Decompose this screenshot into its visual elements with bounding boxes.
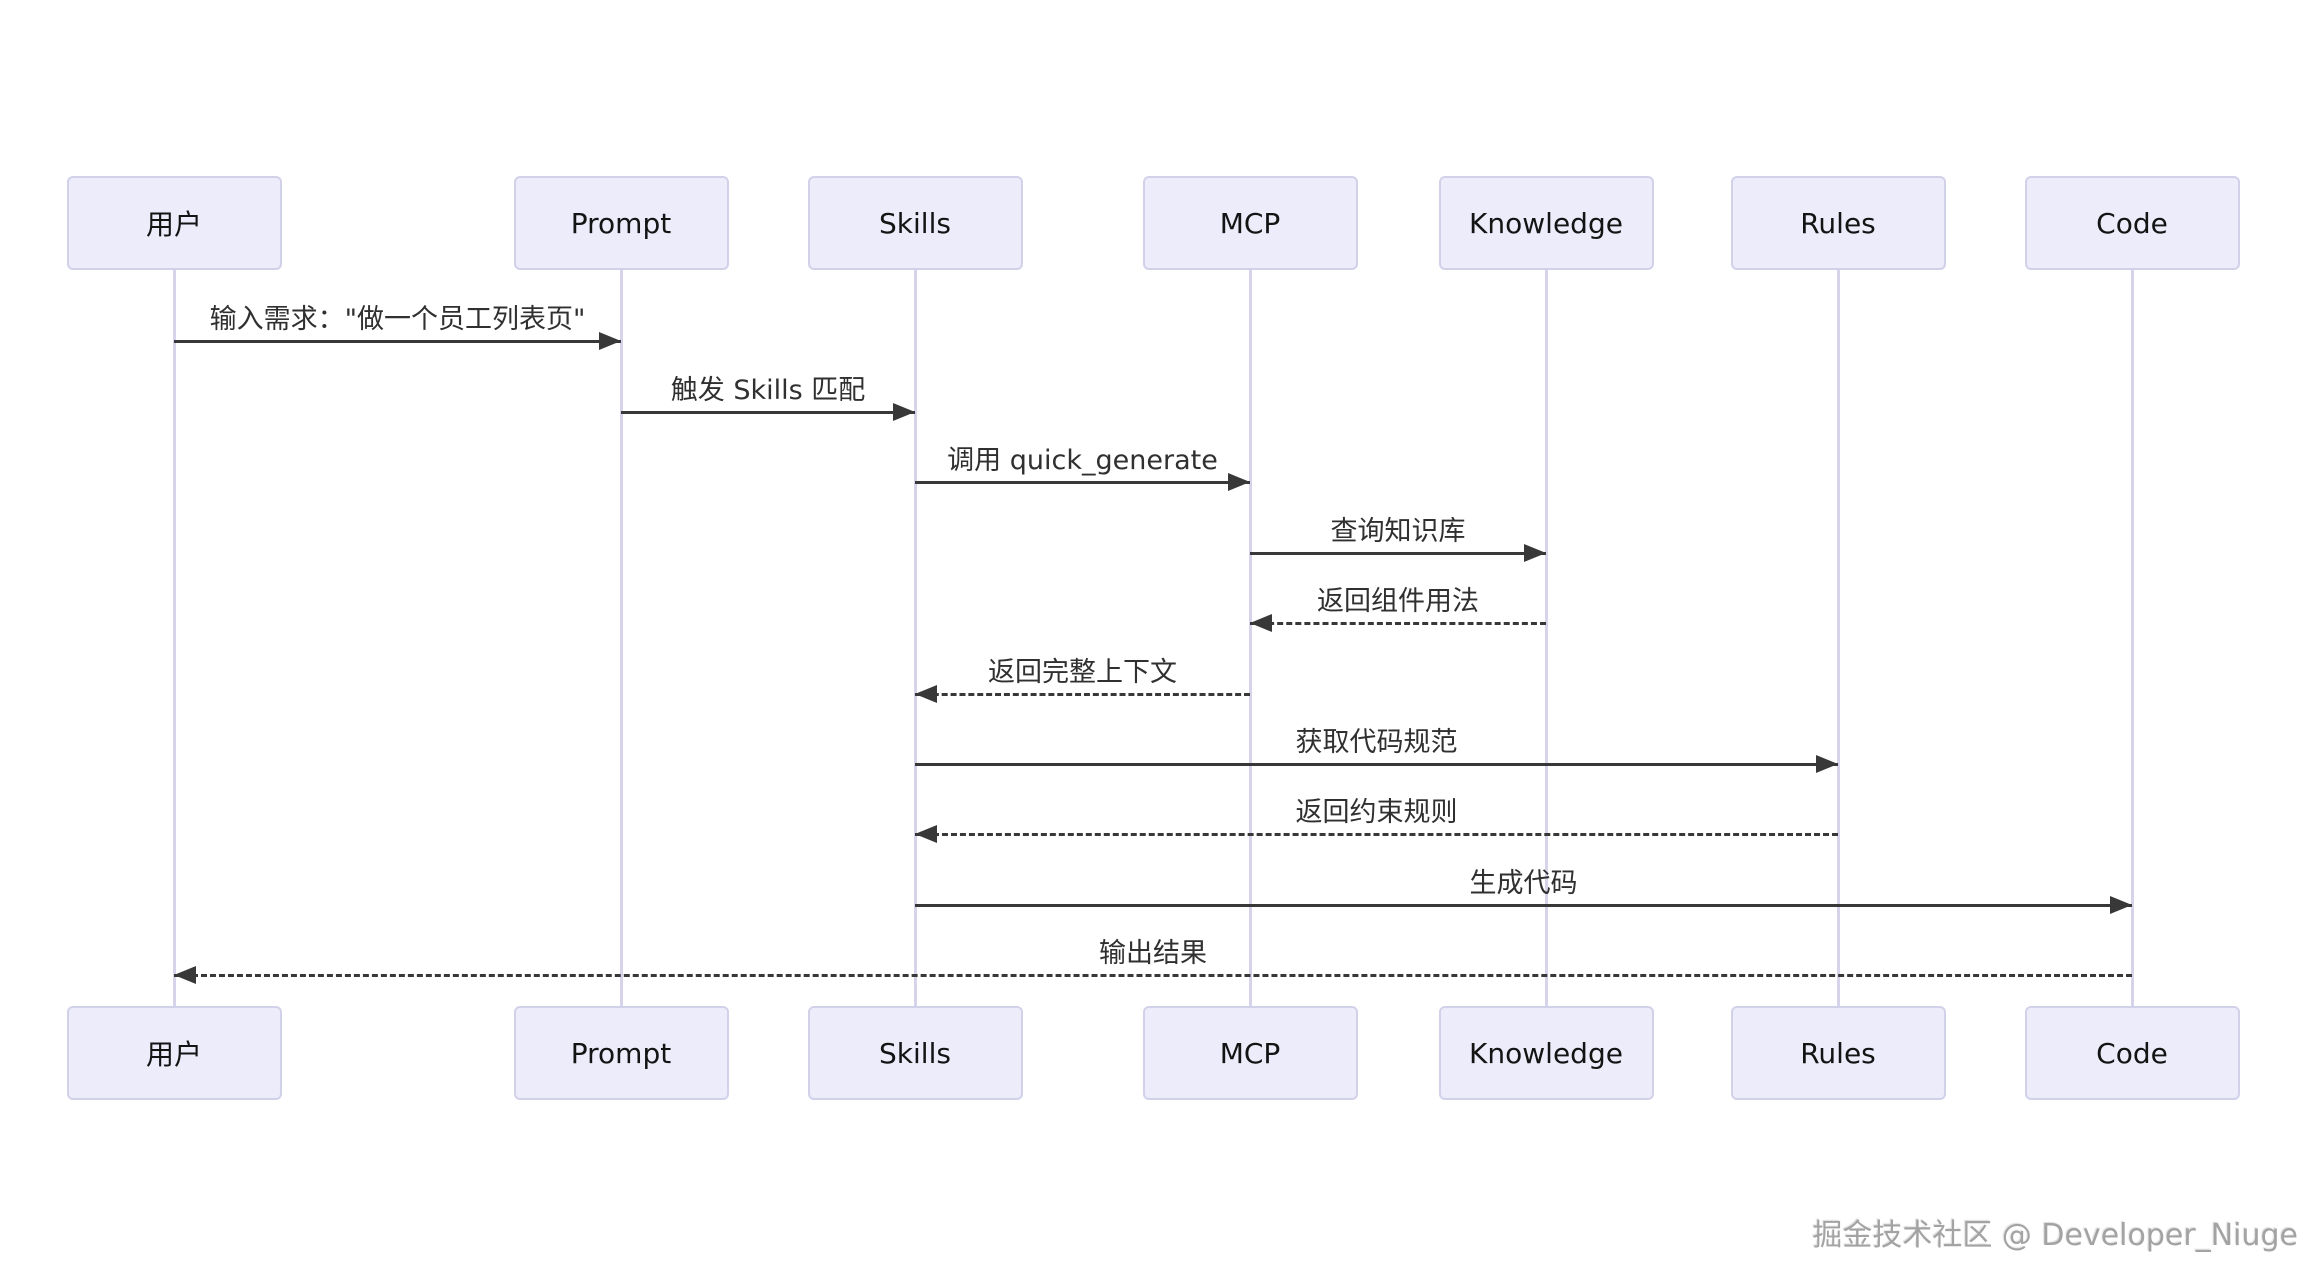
lifeline-prompt	[619, 268, 623, 1008]
message-label: 返回完整上下文	[988, 657, 1177, 688]
arrowhead-icon	[915, 685, 937, 703]
participant-bottom-knowledge: Knowledge	[1438, 1006, 1654, 1100]
message-arrow-skills-to-code	[915, 903, 2132, 907]
message-arrow-rules-to-skills	[915, 832, 1838, 836]
lifeline-rules	[1836, 268, 1840, 1008]
arrowhead-icon	[599, 332, 621, 350]
participant-label: Code	[2096, 206, 2168, 240]
message-label: 触发 Skills 匹配	[670, 375, 866, 406]
participant-label: Skills	[879, 1036, 951, 1070]
participant-top-code: Code	[2024, 176, 2240, 270]
message-arrow-code-to-user	[174, 973, 2132, 977]
message-arrow-skills-to-mcp	[915, 480, 1250, 484]
message-label: 调用 quick_generate	[947, 445, 1218, 476]
message-arrow-user-to-prompt	[174, 339, 621, 343]
message-arrow-skills-to-rules	[915, 762, 1838, 766]
arrowhead-icon	[1250, 614, 1272, 632]
participant-top-rules: Rules	[1730, 176, 1946, 270]
participant-label: Code	[2096, 1036, 2168, 1070]
message-label: 返回组件用法	[1317, 586, 1479, 617]
participant-label: Prompt	[570, 206, 672, 240]
message-label: 获取代码规范	[1295, 727, 1458, 758]
participant-top-user: 用户	[66, 176, 282, 270]
participant-label: 用户	[145, 208, 202, 241]
participant-top-knowledge: Knowledge	[1438, 176, 1654, 270]
watermark: 掘金技术社区 @ Developer_Niuge	[1812, 1218, 2298, 1253]
participant-label: MCP	[1219, 206, 1281, 240]
participant-bottom-user: 用户	[66, 1006, 282, 1100]
participant-bottom-code: Code	[2024, 1006, 2240, 1100]
participant-label: Prompt	[570, 1036, 672, 1070]
lifeline-user	[172, 268, 176, 1008]
message-arrow-mcp-to-skills	[915, 692, 1250, 696]
arrowhead-icon	[915, 825, 937, 843]
participant-bottom-prompt: Prompt	[513, 1006, 729, 1100]
participant-label: 用户	[145, 1038, 202, 1071]
arrowhead-icon	[174, 966, 196, 984]
message-label: 输入需求："做一个员工列表页"	[209, 304, 586, 335]
lifeline-code	[2130, 268, 2134, 1008]
message-label: 查询知识库	[1330, 516, 1466, 547]
arrowhead-icon	[2110, 896, 2132, 914]
arrowhead-icon	[1816, 755, 1838, 773]
lifeline-knowledge	[1544, 268, 1548, 1008]
arrowhead-icon	[1228, 473, 1250, 491]
participant-label: Skills	[879, 206, 951, 240]
participant-label: Knowledge	[1469, 206, 1623, 240]
participant-label: MCP	[1219, 1036, 1281, 1070]
lifeline-mcp	[1248, 268, 1252, 1008]
participant-bottom-rules: Rules	[1730, 1006, 1946, 1100]
arrowhead-icon	[893, 403, 915, 421]
participant-label: Knowledge	[1469, 1036, 1623, 1070]
participant-bottom-mcp: MCP	[1142, 1006, 1358, 1100]
message-label: 生成代码	[1469, 868, 1578, 899]
participant-label: Rules	[1800, 1036, 1876, 1070]
message-arrow-prompt-to-skills	[621, 410, 915, 414]
message-arrow-mcp-to-knowledge	[1250, 551, 1546, 555]
participant-label: Rules	[1800, 206, 1876, 240]
lifeline-skills	[913, 268, 917, 1008]
participant-top-prompt: Prompt	[513, 176, 729, 270]
arrowhead-icon	[1524, 544, 1546, 562]
message-label: 返回约束规则	[1295, 797, 1458, 828]
message-label: 输出结果	[1099, 938, 1207, 969]
participant-top-mcp: MCP	[1142, 176, 1358, 270]
participant-bottom-skills: Skills	[807, 1006, 1023, 1100]
message-arrow-knowledge-to-mcp	[1250, 621, 1546, 625]
participant-top-skills: Skills	[807, 176, 1023, 270]
